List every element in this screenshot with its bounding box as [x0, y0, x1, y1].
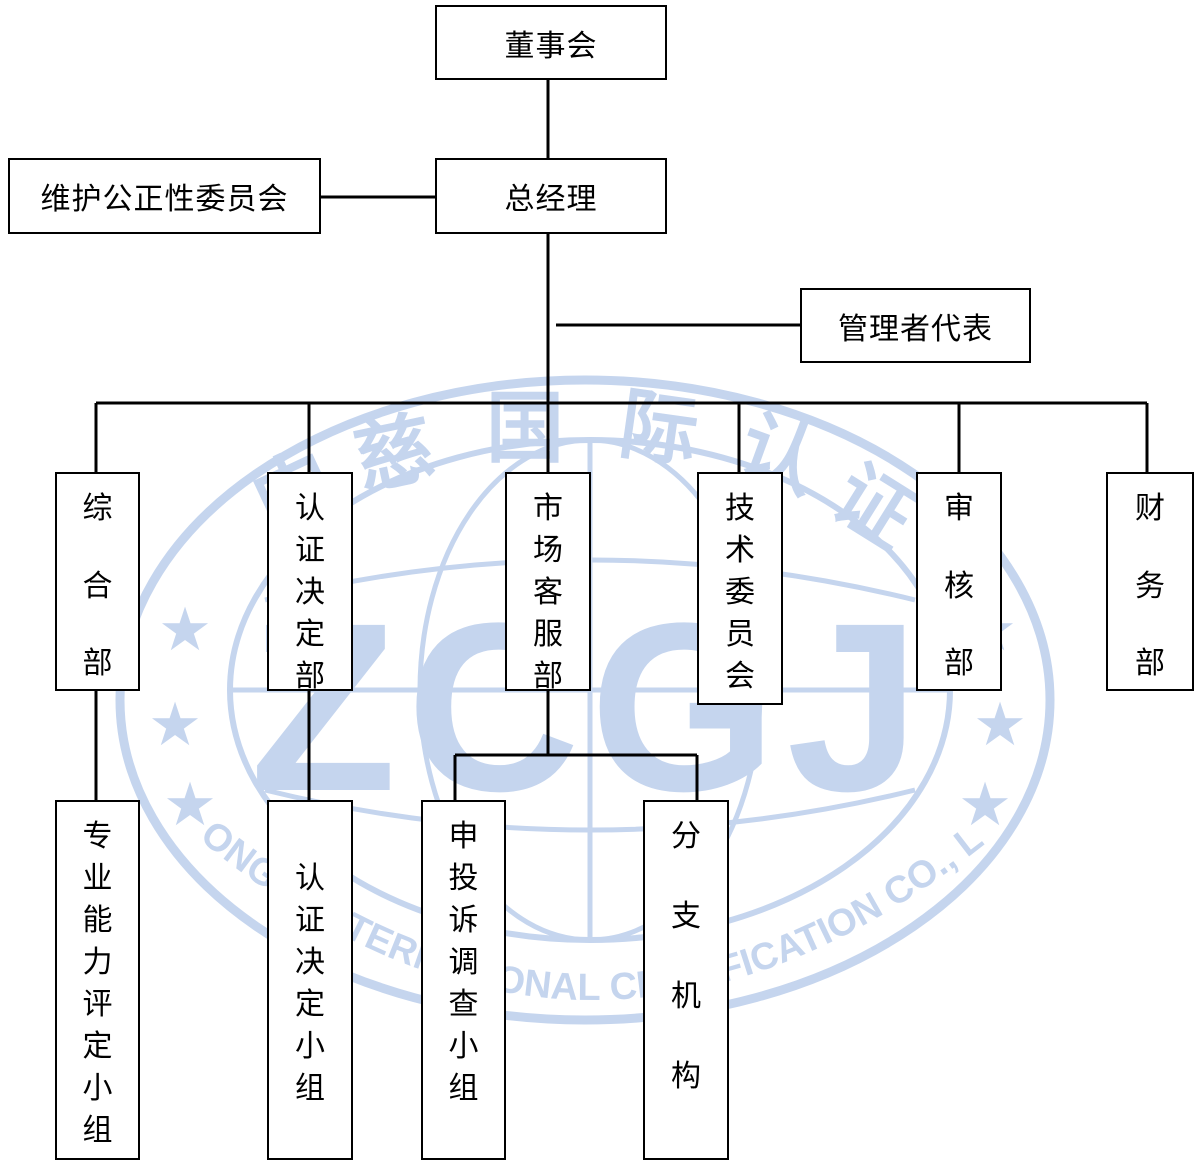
node-char: 组 — [448, 1071, 479, 1106]
node-impartiality-committee: 维护公正性委员会 — [8, 158, 321, 234]
node-char: 场 — [533, 533, 563, 568]
node-general-dept: 综合部 — [55, 472, 140, 691]
watermark-char-4: 际 — [614, 379, 704, 479]
node-char: 小 — [82, 1071, 113, 1106]
node-char: 技 — [725, 491, 755, 526]
node-tech-committee: 技术委员会 — [697, 472, 783, 705]
node-char: 支 — [671, 899, 701, 934]
node-market-service-dept: 市场客服部 — [505, 472, 591, 694]
node-management-representative: 管理者代表 — [800, 288, 1031, 363]
watermark-star-icon: ★ — [148, 690, 202, 760]
node-char: 部 — [82, 646, 113, 681]
node-char: 务 — [1135, 568, 1165, 604]
watermark-char-3: 国 — [486, 384, 564, 474]
node-char: 调 — [448, 945, 479, 980]
node-char: 市 — [533, 491, 563, 526]
node-char: 委 — [725, 575, 755, 610]
node-char: 查 — [448, 987, 479, 1022]
node-char: 评 — [82, 987, 113, 1022]
node-cert-decision-dept: 认证决定部 — [267, 472, 353, 694]
node-management-representative-label: 管理者代表 — [838, 311, 993, 347]
node-audit-dept: 审核部 — [916, 472, 1002, 691]
node-char: 决 — [295, 575, 325, 610]
node-char: 业 — [82, 861, 113, 896]
node-char: 认 — [295, 861, 325, 896]
node-char: 会 — [725, 659, 755, 694]
watermark-star-icon: ★ — [973, 690, 1027, 760]
node-char: 组 — [82, 1113, 113, 1148]
node-char: 组 — [295, 1071, 325, 1106]
node-char: 术 — [725, 533, 755, 568]
node-char: 合 — [82, 568, 113, 604]
node-char: 定 — [295, 987, 325, 1022]
node-general-manager: 总经理 — [435, 158, 667, 234]
node-char: 机 — [671, 979, 701, 1014]
watermark-char-2: 慈 — [347, 402, 442, 506]
node-char: 力 — [82, 945, 113, 980]
node-board: 董事会 — [435, 5, 667, 80]
node-board-label: 董事会 — [504, 28, 598, 64]
watermark-latitude-lower — [264, 787, 916, 833]
watermark-globe-outer — [115, 375, 1055, 1025]
node-impartiality-committee-label: 维护公正性委员会 — [40, 182, 289, 217]
node-char: 部 — [295, 659, 325, 694]
node-char: 部 — [533, 659, 563, 694]
node-char: 客 — [533, 575, 563, 610]
node-char: 部 — [1135, 646, 1165, 681]
node-char: 证 — [295, 533, 325, 568]
node-char: 财 — [1135, 491, 1165, 526]
node-char: 审 — [944, 491, 974, 526]
node-char: 投 — [448, 861, 479, 896]
node-char: 证 — [295, 903, 325, 938]
node-char: 专 — [82, 819, 113, 854]
node-char: 认 — [295, 491, 325, 526]
node-cert-decision-group: 认证决定小组 — [267, 800, 353, 1160]
node-competence-group: 专业能力评定小组 — [55, 800, 140, 1160]
node-char: 小 — [448, 1029, 479, 1064]
node-char: 小 — [295, 1029, 325, 1064]
node-char: 申 — [448, 819, 479, 854]
node-char: 分 — [671, 819, 701, 854]
node-char: 构 — [671, 1059, 701, 1094]
node-char: 决 — [295, 945, 325, 980]
node-char: 部 — [944, 646, 974, 681]
node-char: 员 — [725, 617, 755, 652]
node-char: 定 — [82, 1029, 113, 1064]
watermark-star-icon: ★ — [958, 770, 1012, 840]
node-char: 能 — [82, 903, 113, 938]
node-char: 服 — [533, 617, 563, 652]
node-general-manager-label: 总经理 — [504, 182, 598, 217]
watermark-star-icon: ★ — [158, 595, 212, 665]
node-char: 核 — [944, 568, 974, 604]
node-char: 诉 — [448, 903, 479, 938]
node-complaint-group: 申投诉调查小组 — [421, 800, 506, 1160]
node-char: 定 — [295, 617, 325, 652]
node-branches: 分支机构 — [643, 800, 729, 1160]
node-char: 综 — [82, 491, 113, 526]
watermark-star-icon: ★ — [163, 770, 217, 840]
node-finance-dept: 财务部 — [1106, 472, 1194, 691]
